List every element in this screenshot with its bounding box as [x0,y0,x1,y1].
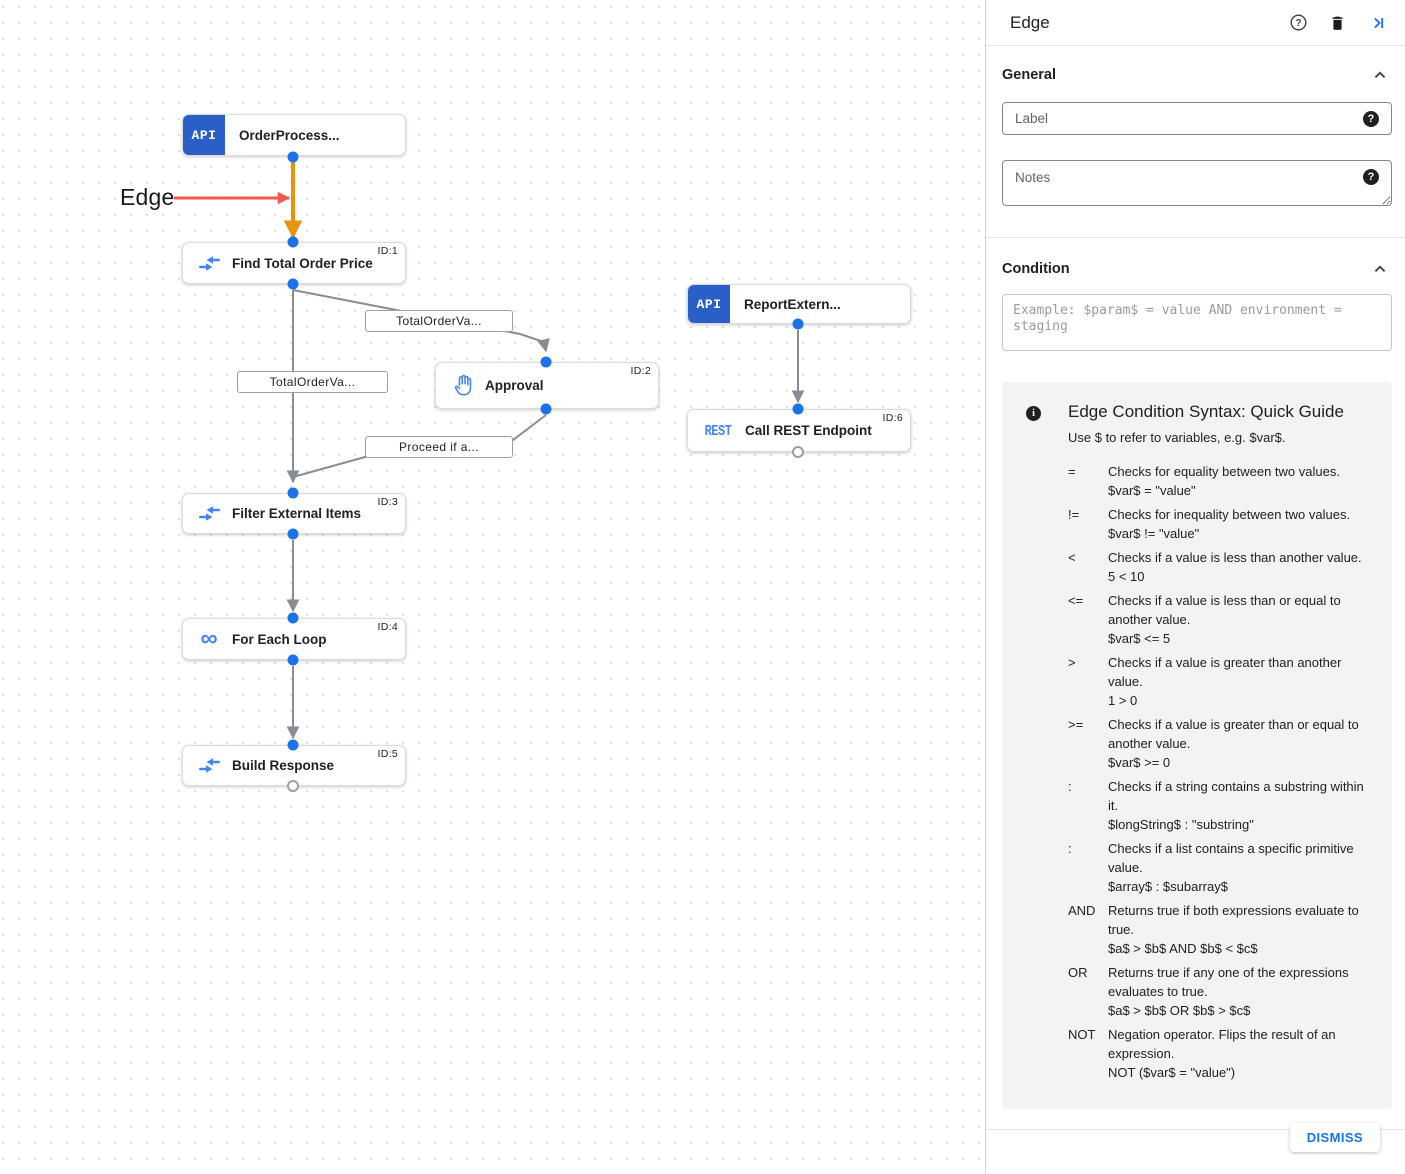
loop-icon: ∞ [200,625,218,652]
guide-row-equals: = Checks for equality between two values… [1068,464,1340,498]
connector-find-out[interactable] [287,278,299,290]
guide-row-greater-equal: >= Checks if a value is greater than or … [1068,717,1359,770]
guide-row-greater-than: > Checks if a value is greater than anot… [1068,655,1342,708]
connector-filter-in[interactable] [287,487,299,499]
dismiss-button[interactable]: DISMISS [1289,1123,1380,1152]
svg-text:?: ? [1295,18,1301,29]
api-trigger-icon: API [183,115,225,155]
node-id-badge: ID:6 [882,412,903,424]
guide-row-and: AND Returns true if both expressions eva… [1068,903,1359,956]
connector-rest-in[interactable] [792,403,804,415]
node-label: Find Total Order Price [232,255,373,271]
chevron-up-icon [1374,265,1386,273]
connector-build-in[interactable] [287,739,299,751]
node-label: Filter External Items [232,506,362,521]
condition-syntax-guide: i Edge Condition Syntax: Quick Guide Use… [1002,382,1392,1109]
node-approval[interactable]: Approval ID:2 [435,362,659,409]
data-mapping-icon [197,504,221,523]
node-label: Call REST Endpoint [745,423,872,438]
guide-row-not: NOT Negation operator. Flips the result … [1068,1027,1336,1080]
notes-input[interactable] [1002,160,1392,206]
label-help-icon[interactable]: ? [1363,111,1379,127]
node-build-response[interactable]: Build Response ID:5 [182,745,406,786]
node-id-badge: ID:5 [377,748,398,760]
node-label: OrderProcess... [239,127,340,143]
panel-title: Edge [1010,12,1050,32]
panel-header: Edge ? [986,0,1405,45]
node-id-badge: ID:4 [377,621,398,633]
header-divider [986,45,1405,46]
connector-order-out[interactable] [287,151,299,163]
rest-icon: REST [704,421,732,440]
delete-edge-button[interactable] [1329,14,1346,32]
collapse-panel-button[interactable] [1367,13,1387,33]
node-id-badge: ID:3 [377,496,398,508]
guide-row-less-equal: <= Checks if a value is less than or equ… [1068,593,1341,646]
guide-title: Edge Condition Syntax: Quick Guide [1068,402,1344,421]
label-input[interactable] [1002,102,1392,135]
flow-canvas[interactable]: Edge API OrderProcess... Find Total Orde… [0,0,985,1174]
help-button[interactable]: ? [1289,13,1308,32]
connector-approval-in[interactable] [540,356,552,368]
node-id-badge: ID:1 [377,245,398,257]
node-order-process-trigger[interactable]: API OrderProcess... [182,114,406,156]
node-label: Build Response [232,758,335,773]
node-call-rest-endpoint[interactable]: REST Call REST Endpoint ID:6 [687,409,911,452]
question-circle-icon: ? [1290,14,1307,31]
general-collapse-button[interactable] [1369,64,1391,86]
panel-footer: DISMISS [986,1122,1405,1174]
footer-divider [986,1129,1405,1130]
guide-row-less-than: < Checks if a value is less than another… [1068,550,1362,584]
condition-input[interactable] [1002,294,1392,351]
node-id-badge: ID:2 [630,365,651,377]
api-trigger-icon: API [688,285,730,323]
notes-help-icon[interactable]: ? [1363,169,1379,185]
guide-operator-list: = Checks for equality between two values… [1068,462,1376,1082]
section-general: General ? ? [986,46,1405,237]
trash-icon [1332,16,1343,30]
connector-foreach-out[interactable] [287,654,299,666]
condition-section-title: Condition [1002,261,1070,277]
guide-row-contains-primitive: : Checks if a list contains a specific p… [1068,841,1354,894]
guide-intro: Use $ to refer to variables, e.g. $var$. [1068,430,1286,445]
node-for-each-loop[interactable]: ∞ For Each Loop ID:4 [182,618,406,660]
connector-build-out[interactable] [287,780,299,792]
edge-config-panel: Edge ? General [985,0,1405,1174]
info-icon: i [1026,406,1041,421]
guide-row-contains-substring: : Checks if a string contains a substrin… [1068,779,1364,832]
guide-row-or: OR Returns true if any one of the expres… [1068,965,1349,1018]
connector-report-out[interactable] [792,318,804,330]
data-mapping-icon [197,756,221,775]
edge-label-total-order-value-right[interactable]: TotalOrderVa... [365,310,513,332]
node-label: For Each Loop [232,631,327,647]
connector-filter-out[interactable] [287,528,299,540]
condition-collapse-button[interactable] [1369,258,1391,280]
edge-label-total-order-value-left[interactable]: TotalOrderVa... [237,371,388,393]
edges-layer [174,162,805,740]
section-condition: Condition i Edge Condition Syntax: Quick… [986,238,1405,1109]
connector-rest-out[interactable] [792,446,804,458]
connector-approval-out[interactable] [540,403,552,415]
edge-annotation-label: Edge [120,184,175,210]
chevron-up-icon [1374,71,1386,79]
edge-label-proceed-if[interactable]: Proceed if a... [365,436,513,458]
section-divider [986,237,1405,238]
connector-find-in[interactable] [287,236,299,248]
node-label: Approval [485,378,544,393]
data-mapping-icon [197,254,221,273]
approval-hand-icon [450,374,474,397]
node-label: ReportExtern... [744,296,841,312]
guide-row-not-equals: != Checks for inequality between two val… [1068,507,1351,541]
general-section-title: General [1002,67,1056,83]
node-report-extern-trigger[interactable]: API ReportExtern... [687,284,911,324]
connector-foreach-in[interactable] [287,612,299,624]
collapse-right-icon [1374,17,1384,28]
